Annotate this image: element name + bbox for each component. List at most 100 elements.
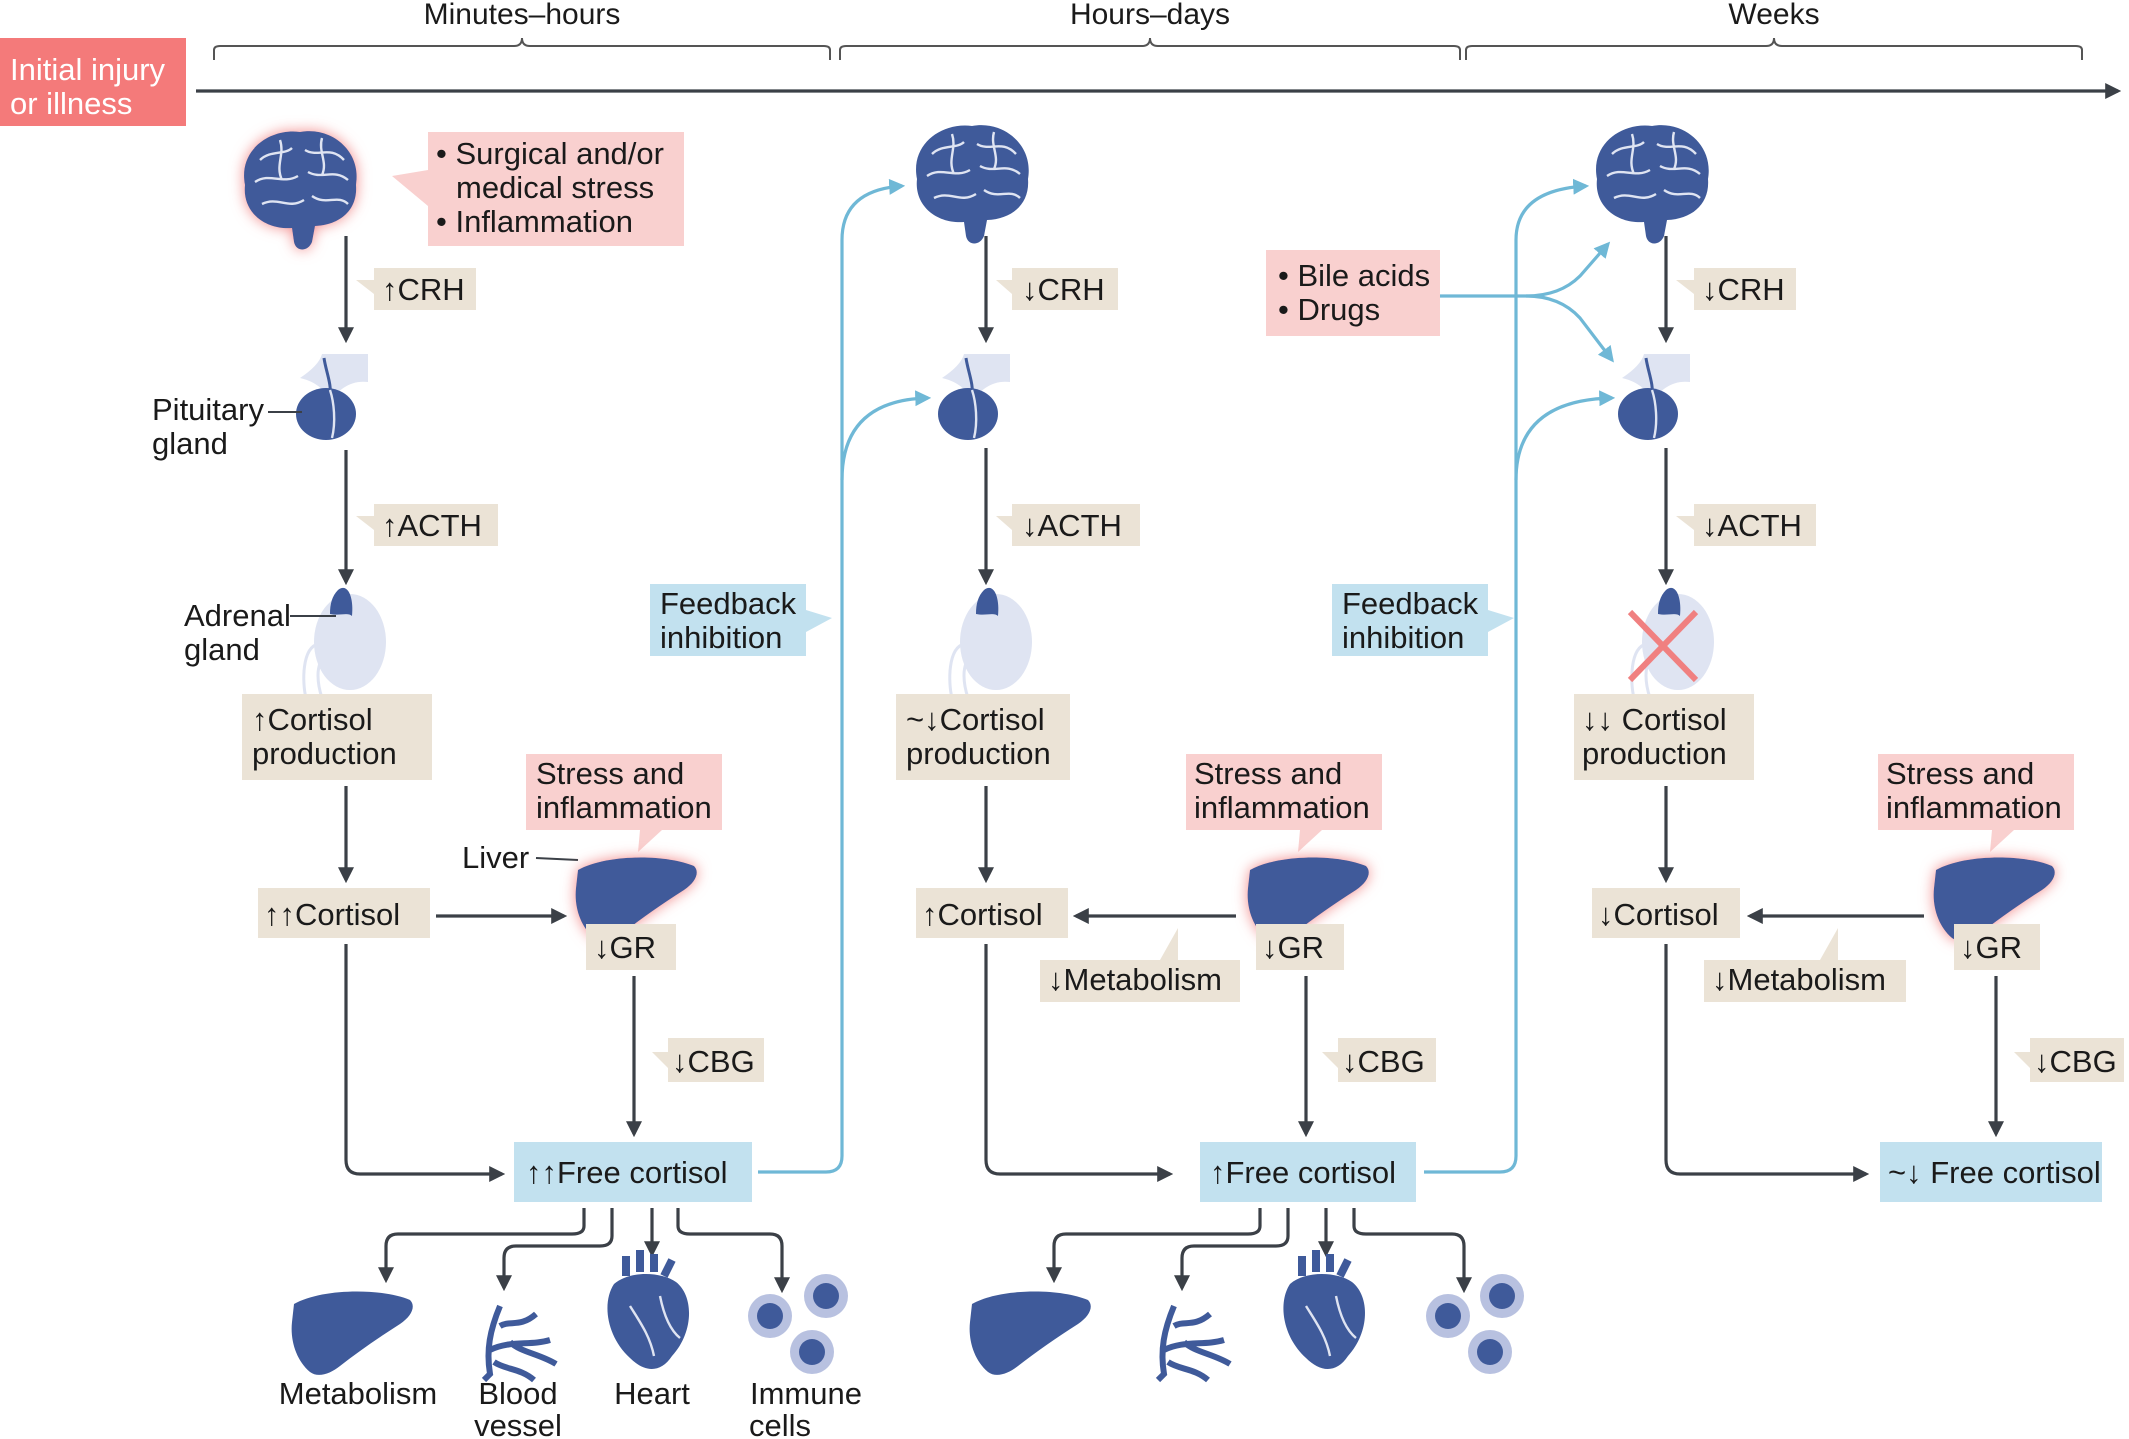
timeline-header: Initial injury or illness Minutes–hours … [0,0,2122,126]
production-line2: production [252,736,397,771]
target-blood-vessel-icon-2 [1155,1304,1232,1383]
free-cortisol-box-2 [1200,1142,1416,1202]
cbg-tag [652,1038,764,1082]
brain-icon-2 [914,123,1030,245]
cbg-tag-2 [1322,1038,1436,1082]
brain-icon-3 [1594,123,1710,245]
cortisol-label-2: ↑Cortisol [922,897,1043,932]
target-immune-cells-icon-2 [1426,1274,1524,1374]
start-label-line1: Initial injury [10,52,166,87]
feedback-2-line2: inhibition [1342,620,1464,655]
target-blood-vessel-icon [481,1304,558,1383]
target-heart-icon [607,1250,690,1369]
gr-box-3 [1954,924,2040,970]
gr-label-2: ↓GR [1262,930,1324,965]
metabolism-tag-2 [1040,928,1240,1002]
crh-tag-2 [996,268,1118,310]
cortisol-label: ↑↑Cortisol [264,897,400,932]
feedback-2-line1: Feedback [1342,586,1479,621]
crh-label: ↑CRH [382,272,465,307]
gr-label-3: ↓GR [1960,930,2022,965]
brain-icon [242,129,358,251]
acth-label: ↑ACTH [382,508,482,543]
metabolism-tag-3 [1704,928,1906,1002]
target-heart-icon-2 [1283,1250,1366,1369]
production-line1: ↑Cortisol [252,702,373,737]
free-cortisol-label-3: ~↓ Free cortisol [1888,1155,2101,1190]
target-label-heart: Heart [614,1376,690,1411]
phase-label-2: Hours–days [1070,0,1230,31]
crh-tag [356,268,476,310]
pituitary-label-line2: gland [152,426,228,461]
production-2-line2: production [906,736,1051,771]
gr-box [586,924,676,970]
target-immune-cells-icon [748,1274,848,1374]
feedback-callout-2 [1332,584,1514,656]
adrenal-icon-2 [948,586,1034,700]
phase-brace-1 [213,37,831,60]
target-label-blood: Blood [478,1376,557,1411]
feedback-inhibition-1: Feedback inhibition [650,178,932,1174]
stress-liver-2-line2: inflammation [1194,790,1370,825]
bile-item-1: • Bile acids [1278,258,1430,293]
feedback-1-line2: inhibition [660,620,782,655]
pituitary-icon-3 [1616,352,1692,442]
free-cortisol-box-3 [1880,1142,2102,1202]
cortisol-label-3: ↓Cortisol [1598,897,1719,932]
metabolism-label-2: ↓Metabolism [1048,962,1222,997]
production-box-3 [1574,694,1754,780]
stress-liver-3-line1: Stress and [1886,756,2034,791]
column-minutes-hours: • Surgical and/or medical stress • Infla… [152,129,862,1439]
stress-callout-box [392,132,684,246]
feedback-1-line1: Feedback [660,586,797,621]
feedback-inhibition-2: Feedback inhibition [1332,178,1616,1174]
bile-item-2: • Drugs [1278,292,1380,327]
cortisol-box-2 [916,888,1068,938]
column-weeks: • Bile acids • Drugs ↓CRH ↓ACTH ↓↓ Corti… [1266,123,2124,1202]
bile-drugs-box [1266,250,1440,336]
gr-label: ↓GR [594,930,656,965]
target-label-metabolism: Metabolism [279,1376,438,1411]
cortisol-box [258,888,430,938]
cbg-label-2: ↓CBG [1342,1044,1425,1079]
free-cortisol-label: ↑↑Free cortisol [526,1155,728,1190]
crh-label-3: ↓CRH [1702,272,1785,307]
production-2-line1: ~↓Cortisol [906,702,1045,737]
pituitary-icon [294,352,370,442]
production-3-line2: production [1582,736,1727,771]
metabolism-label-3: ↓Metabolism [1712,962,1886,997]
production-box [242,694,432,780]
column-hours-days: ↓CRH ↓ACTH ~↓Cortisol production ↑Cortis… [896,123,1524,1383]
stress-liver-2-line1: Stress and [1194,756,1342,791]
target-label-cells: cells [749,1408,811,1439]
cbg-tag-3 [2014,1038,2124,1082]
stress-liver-line2: inflammation [536,790,712,825]
target-label-vessel: vessel [474,1408,562,1439]
liver-label: Liver [462,840,529,875]
crh-label-2: ↓CRH [1022,272,1105,307]
adrenal-icon-3 [1630,586,1716,700]
start-label-line2: or illness [10,86,132,121]
target-liver-icon [291,1291,413,1375]
adrenal-icon [302,586,388,700]
stress-liver-callout-2 [1186,754,1382,852]
cbg-label: ↓CBG [672,1044,755,1079]
acth-tag [356,504,498,546]
stress-item-3: • Inflammation [436,204,633,239]
crh-tag-3 [1676,268,1796,310]
free-cortisol-box [514,1142,752,1202]
stress-liver-3-line2: inflammation [1886,790,2062,825]
adrenal-label-line1: Adrenal [184,598,291,633]
phase-label-1: Minutes–hours [424,0,621,31]
cortisol-box-3 [1592,888,1740,938]
acth-tag-2 [996,504,1140,546]
adrenal-blocked-cross-icon [1627,609,1699,683]
free-cortisol-label-2: ↑Free cortisol [1210,1155,1396,1190]
production-box-2 [896,694,1070,780]
cbg-label-3: ↓CBG [2034,1044,2117,1079]
stress-item-1: • Surgical and/or [436,136,664,171]
stress-liver-callout [526,754,722,852]
target-label-immune: Immune [750,1376,862,1411]
phase-label-3: Weeks [1728,0,1819,31]
